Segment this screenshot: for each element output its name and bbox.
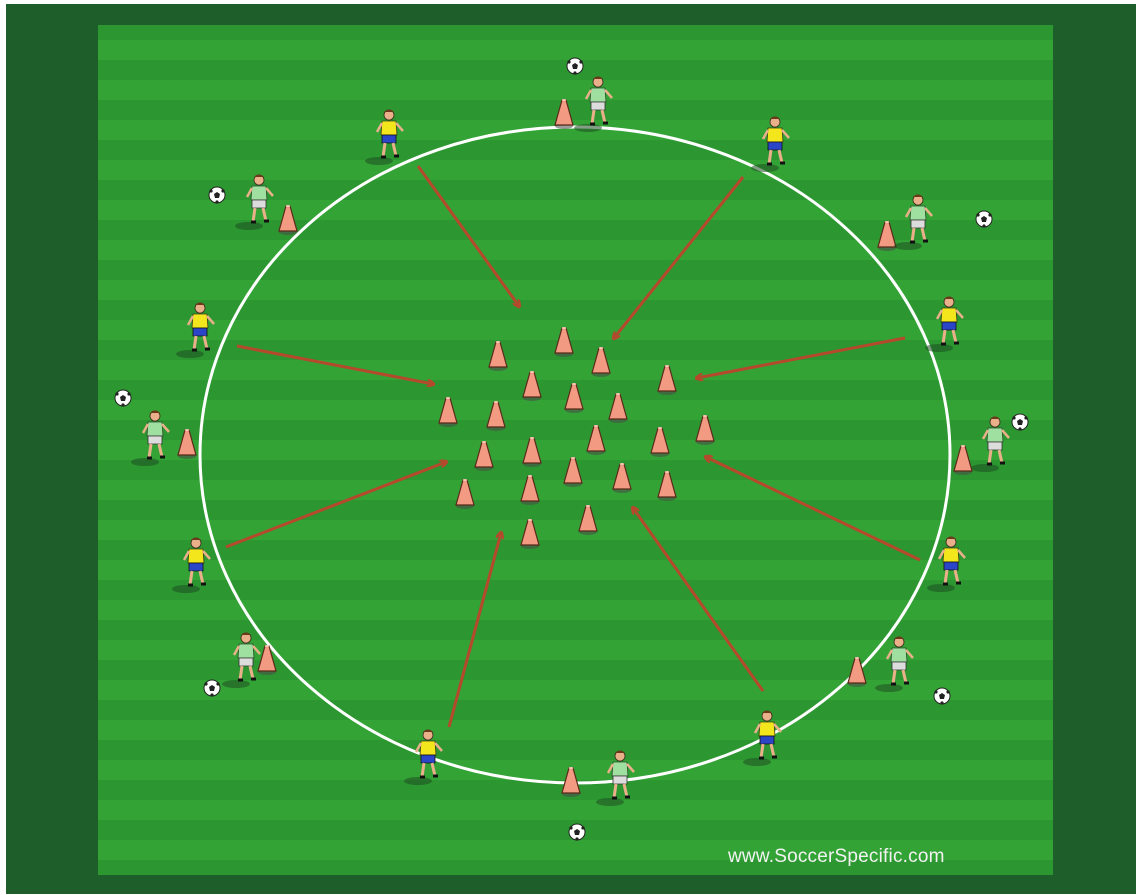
- ball: [1012, 414, 1028, 431]
- ball: [567, 58, 583, 75]
- ball: [934, 688, 950, 705]
- ball: [209, 187, 225, 204]
- watermark-text: www.SoccerSpecific.com: [728, 846, 945, 868]
- ball: [569, 824, 585, 841]
- pitch: [98, 25, 1053, 875]
- ball: [976, 211, 992, 228]
- ball: [204, 680, 220, 697]
- ball: [115, 390, 131, 407]
